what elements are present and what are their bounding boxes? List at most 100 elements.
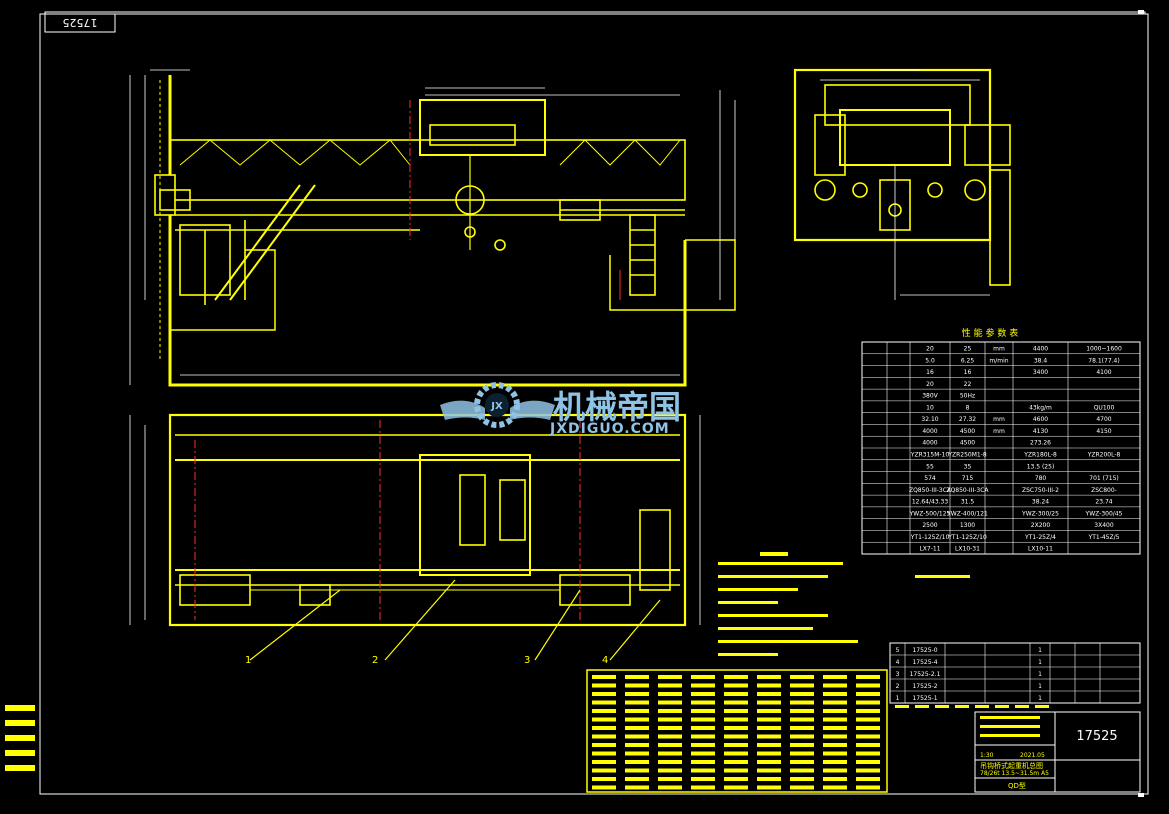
title-hatch-cell [658, 768, 682, 773]
title-small-cell [980, 725, 1040, 728]
front-elevation-view [129, 69, 736, 387]
title-hatch-cell [856, 709, 880, 713]
part-balloons: 1 2 3 4 [245, 655, 608, 666]
title-hatch-cell [658, 700, 682, 705]
title-hatch-cell [592, 675, 616, 679]
param-cell: 4150 [1096, 428, 1111, 435]
title-hatch-cell [691, 734, 715, 739]
param-cell: mm [993, 345, 1005, 352]
param-cell: 4500 [960, 428, 975, 435]
param-cell: 574 [924, 475, 936, 482]
title-hatch-cell [625, 743, 649, 747]
title-hatch-cell [691, 700, 715, 705]
param-cell: 16 [964, 369, 972, 376]
title-hatch-cell [592, 717, 616, 722]
title-hatch-cell [724, 700, 748, 705]
bom-cell: 17525-2.1 [910, 671, 941, 678]
param-cell: 4600 [1033, 416, 1048, 423]
title-hatch-cell [790, 751, 814, 756]
title-hatch-cell [658, 717, 682, 722]
title-hatch-cell [592, 692, 616, 696]
title-hatch-cell [724, 717, 748, 722]
plan-view [129, 413, 701, 661]
title-hatch-cell [724, 726, 748, 730]
title-hatch-cell [691, 683, 715, 688]
param-cell: LX10-31 [955, 546, 980, 553]
title-hatch-cell [823, 675, 847, 679]
param-cell: 78.1(77.4) [1088, 357, 1119, 364]
param-cell: 10 [926, 404, 934, 411]
title-hatch-cell [790, 743, 814, 747]
param-cell: ZQ850-III-3CA [946, 487, 989, 494]
title-block: 17525 1:30 2021.05 吊钩桥式起重机总图 78/26t 13.5… [586, 669, 1141, 793]
title-hatch-cell [856, 760, 880, 764]
param-cell: 55 [926, 463, 934, 470]
title-hatch-cell [856, 785, 880, 790]
param-cell: YZR250M1-8 [947, 451, 987, 458]
title-scale: 1:30 [980, 752, 994, 759]
title-hatch-cell [691, 675, 715, 679]
title-hatch-cell [724, 785, 748, 790]
title-hatch-cell [658, 683, 682, 688]
param-cell: 27.32 [959, 416, 976, 423]
title-hatch-cell [757, 726, 781, 730]
title-hatch-cell [724, 777, 748, 781]
title-hatch-cell [757, 768, 781, 773]
title-hatch-cell [823, 777, 847, 781]
title-hatch-cell [691, 768, 715, 773]
title-hatch-cell [790, 777, 814, 781]
title-hatch-cell [691, 751, 715, 756]
title-hatch-cell [625, 726, 649, 730]
watermark-url: JXDIGUO.COM [549, 421, 670, 437]
param-cell: 23.74 [1095, 499, 1112, 506]
param-cell: ZSC800- [1091, 487, 1117, 494]
title-hatch-cell [790, 717, 814, 722]
param-cell: mm [993, 428, 1005, 435]
title-hatch-cell [625, 734, 649, 739]
title-small-cell [980, 734, 1040, 737]
param-cell: 780 [1035, 475, 1047, 482]
title-small-cell [1015, 705, 1029, 708]
title-small-cell [895, 705, 909, 708]
param-cell: 1300 [960, 522, 975, 529]
watermark-name: 机械帝国 [553, 388, 681, 426]
param-cell: 22 [964, 381, 972, 388]
param-cell: ZSC750-III-2 [1022, 487, 1059, 494]
title-hatch-cell [790, 683, 814, 688]
param-cell: 4700 [1096, 416, 1111, 423]
title-hatch-cell [757, 785, 781, 790]
title-hatch-cell [592, 726, 616, 730]
title-hatch-cell [724, 734, 748, 739]
title-hatch-cell [691, 760, 715, 764]
balloon-1: 1 [245, 655, 251, 666]
param-cell: 1000~1600 [1086, 345, 1122, 352]
watermark-logo: JX 机械帝国 JXDIGUO.COM [440, 382, 681, 437]
param-cell: 701 (715) [1089, 475, 1119, 482]
title-small-cell [980, 716, 1040, 719]
bom-cell: 1 [1038, 647, 1042, 654]
title-hatch-cell [790, 709, 814, 713]
param-cell: YZR200L-8 [1087, 451, 1121, 458]
title-small-cell [975, 705, 989, 708]
param-cell: YT1-125Z/10 [947, 534, 987, 541]
title-hatch-cell [625, 768, 649, 773]
balloon-2: 2 [372, 655, 378, 666]
param-cell: 4500 [960, 440, 975, 447]
title-hatch-cell [823, 768, 847, 773]
title-hatch-cell [790, 726, 814, 730]
bom-cell: 1 [896, 695, 900, 702]
param-cell: YZR180L-8 [1023, 451, 1057, 458]
title-hatch-cell [625, 675, 649, 679]
bom-cell: 3 [896, 671, 900, 678]
bom-cell: 1 [1038, 683, 1042, 690]
title-hatch-cell [592, 734, 616, 739]
param-cell: 25 [964, 345, 972, 352]
title-hatch-cell [625, 751, 649, 756]
drawing-number: 17525 [1076, 729, 1117, 744]
title-small-cells [895, 705, 1049, 737]
title-hatch-cell [856, 777, 880, 781]
title-small-cell [935, 705, 949, 708]
